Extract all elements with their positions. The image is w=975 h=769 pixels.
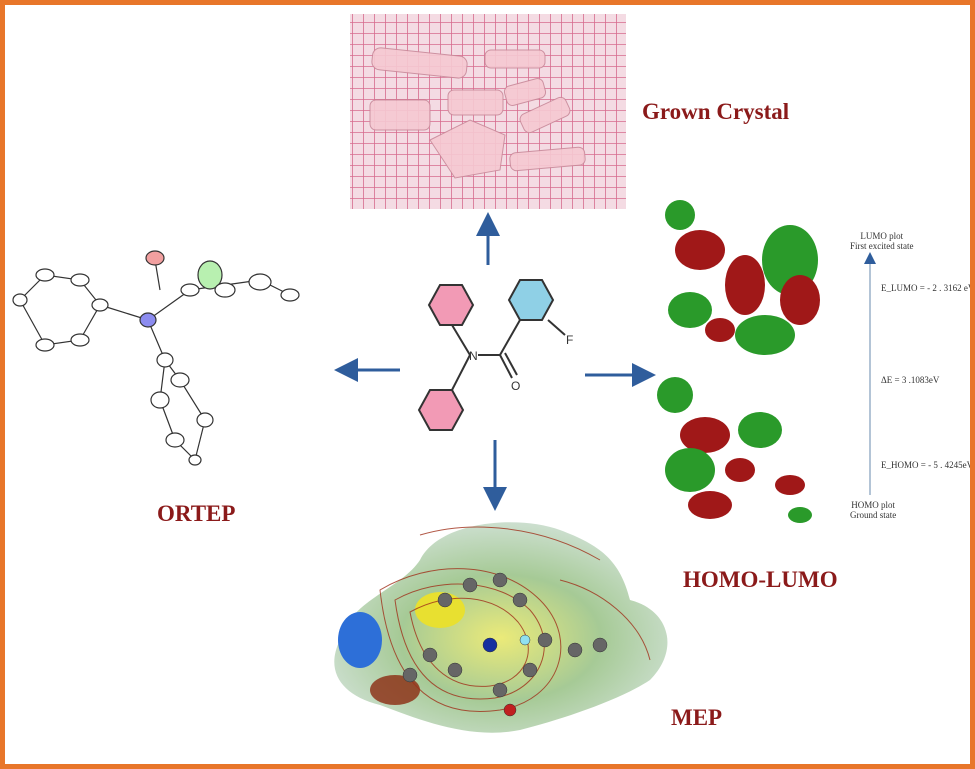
grown-crystal-label: Grown Crystal [642,99,790,124]
homo-orbital-image [657,377,812,523]
lumo-plot-state: First excited state [850,241,914,251]
homo-plot-title: HOMO plot [851,500,895,510]
ortep-structure [12,250,300,466]
atom-n: N [469,349,478,363]
e-lumo-value: E_LUMO = - 2 . 3162 eV [881,283,975,293]
fluorophenyl-ring [507,279,555,321]
phenyl-ring-top [427,284,475,326]
arrows [334,212,656,511]
atom-f: F [566,333,573,347]
mep-surface [334,522,668,733]
lumo-plot-label: LUMO plot First excited state [850,231,913,251]
ortep-label: ORTEP [157,501,236,526]
central-molecule [417,279,566,431]
delta-e-value: ΔE = 3 .1083eV [881,375,940,385]
lumo-plot-title: LUMO plot [860,231,904,241]
diagram-canvas: N O F [12,14,876,733]
e-homo-value: E_HOMO = - 5 . 4245eV [881,460,974,470]
homo-plot-label: HOMO plot Ground state [850,500,896,520]
lumo-orbital-image [665,200,820,355]
mep-label: MEP [671,705,723,730]
crystal-photo [350,14,626,209]
atom-o: O [511,379,520,393]
homo-lumo-label: HOMO-LUMO [683,567,838,592]
homo-plot-state: Ground state [850,510,897,520]
phenyl-ring-bottom [417,389,465,431]
